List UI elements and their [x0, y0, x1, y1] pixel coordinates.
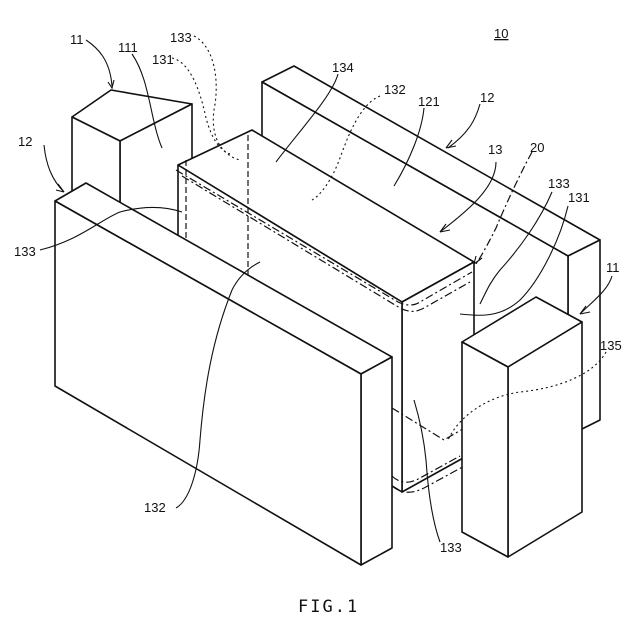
label-121: 121	[418, 94, 440, 109]
front-right-block-11	[462, 297, 582, 557]
label-111: 111	[118, 40, 138, 55]
label-131-top: 131	[152, 52, 174, 67]
label-13: 13	[488, 142, 502, 157]
label-133-bottom: 133	[440, 540, 462, 555]
label-133-right: 133	[548, 176, 570, 191]
label-132-bottom: 132	[144, 500, 166, 515]
label-132-top: 132	[384, 82, 406, 97]
figure-caption: FIG.1	[298, 597, 359, 617]
label-135: 135	[600, 338, 622, 353]
label-11-right: 11	[606, 260, 620, 275]
label-12-left: 12	[18, 134, 32, 149]
label-133-left: 133	[14, 244, 36, 259]
label-12-right: 12	[480, 90, 494, 105]
label-131-right: 131	[568, 190, 590, 205]
label-10: 10	[494, 26, 508, 41]
label-11-left: 11	[70, 32, 84, 47]
label-20: 20	[530, 140, 544, 155]
label-133-top: 133	[170, 30, 192, 45]
label-134: 134	[332, 60, 354, 75]
